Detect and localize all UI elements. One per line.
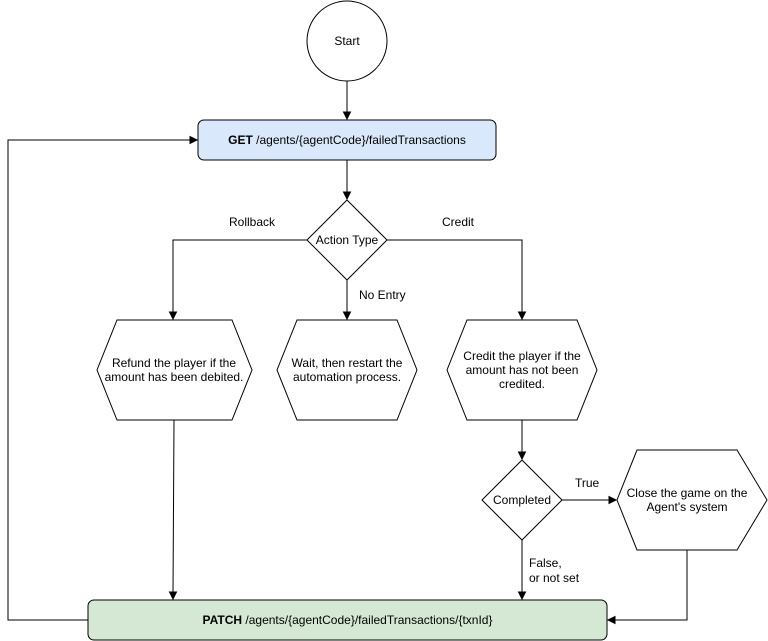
arrowhead-icon: [517, 451, 527, 461]
edge-label-not-set: or not set: [529, 571, 580, 585]
credit-label: Credit the player if the amount has not …: [463, 349, 581, 391]
edge-rollback: [172, 239, 307, 313]
edge-label-rollback: Rollback: [229, 215, 276, 229]
arrowhead-icon: [342, 311, 352, 321]
edge-label-true: True: [575, 476, 600, 490]
arrowhead-icon: [342, 111, 352, 121]
arrowhead-icon: [608, 495, 618, 505]
edge-close-to-patch: [614, 550, 688, 621]
wait-label: Wait, then restart the automation proces…: [291, 356, 403, 384]
get-path: /agents/{agentCode}/failedTransactions: [256, 133, 466, 147]
edge-refund-to-patch: [172, 419, 175, 594]
edge-credit: [387, 239, 523, 313]
edge-label-false: False,: [529, 556, 562, 570]
action-type-label: Action Type: [315, 233, 379, 247]
credit-node[interactable]: [446, 319, 598, 421]
patch-request-label: PATCH /agents/{agentCode}/failedTransact…: [88, 600, 607, 640]
completed-label: Completed: [492, 493, 552, 507]
wait-node[interactable]: [276, 319, 418, 421]
arrowhead-icon: [517, 591, 527, 601]
get-method: GET: [228, 133, 253, 147]
refund-label: Refund the player if the amount has been…: [104, 356, 244, 384]
edge-label-credit: Credit: [442, 215, 475, 229]
close-game-label: Close the game on the Agent's system: [626, 486, 748, 514]
patch-method: PATCH: [202, 613, 243, 627]
arrowhead-icon: [189, 135, 199, 145]
get-request-label: GET /agents/{agentCode}/failedTransactio…: [198, 120, 496, 160]
refund-node[interactable]: [96, 319, 253, 421]
arrowhead-icon: [168, 591, 178, 601]
arrowhead-icon: [517, 311, 527, 321]
arrowhead-icon: [168, 311, 178, 321]
patch-path: /agents/{agentCode}/failedTransactions/{…: [245, 613, 493, 627]
start-label: Start: [334, 34, 360, 48]
edge-label-no-entry: No Entry: [359, 288, 406, 302]
arrowhead-icon: [606, 615, 616, 625]
edge-loop-back: [7, 139, 191, 621]
arrowhead-icon: [342, 191, 352, 201]
